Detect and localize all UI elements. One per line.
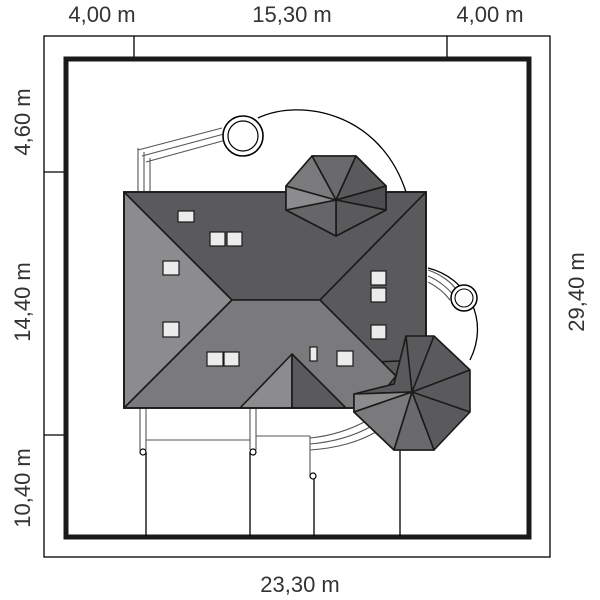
roof-windows [162, 210, 387, 367]
terrace-railing-bottom [139, 408, 377, 476]
skylight [370, 287, 387, 303]
skylight [370, 324, 387, 340]
garden-lamp-right [450, 284, 478, 312]
skylight [226, 231, 243, 247]
main-roof [123, 191, 427, 409]
skylight [206, 351, 224, 367]
skylight [209, 231, 226, 247]
dimension-left-bottom: 10,40 m [10, 448, 35, 528]
dimension-left-middle: 14,40 m [10, 262, 35, 342]
dimension-right: 29,40 m [564, 252, 589, 332]
fence-posts [139, 448, 317, 480]
plot-boundary [63, 56, 532, 540]
top-tower [285, 155, 387, 237]
dimension-bottom: 23,30 m [260, 572, 340, 597]
dimension-frame [43, 35, 551, 558]
garden-path-arc [257, 109, 407, 193]
skylight [309, 346, 318, 362]
skylight [336, 350, 354, 367]
dimension-left-top: 4,60 m [10, 88, 35, 155]
skylight [177, 210, 195, 223]
driveway-lines [145, 450, 401, 536]
skylight [223, 351, 240, 367]
corner-tower [353, 335, 471, 451]
garden-lamp-top [222, 115, 264, 157]
dimension-top-right: 4,00 m [456, 2, 523, 27]
skylight [162, 321, 180, 338]
terrace-railing-top [137, 127, 227, 192]
skylight [162, 260, 180, 276]
dimension-top-middle: 15,30 m [252, 2, 332, 27]
dimension-top-left: 4,00 m [68, 2, 135, 27]
skylight [370, 270, 387, 286]
